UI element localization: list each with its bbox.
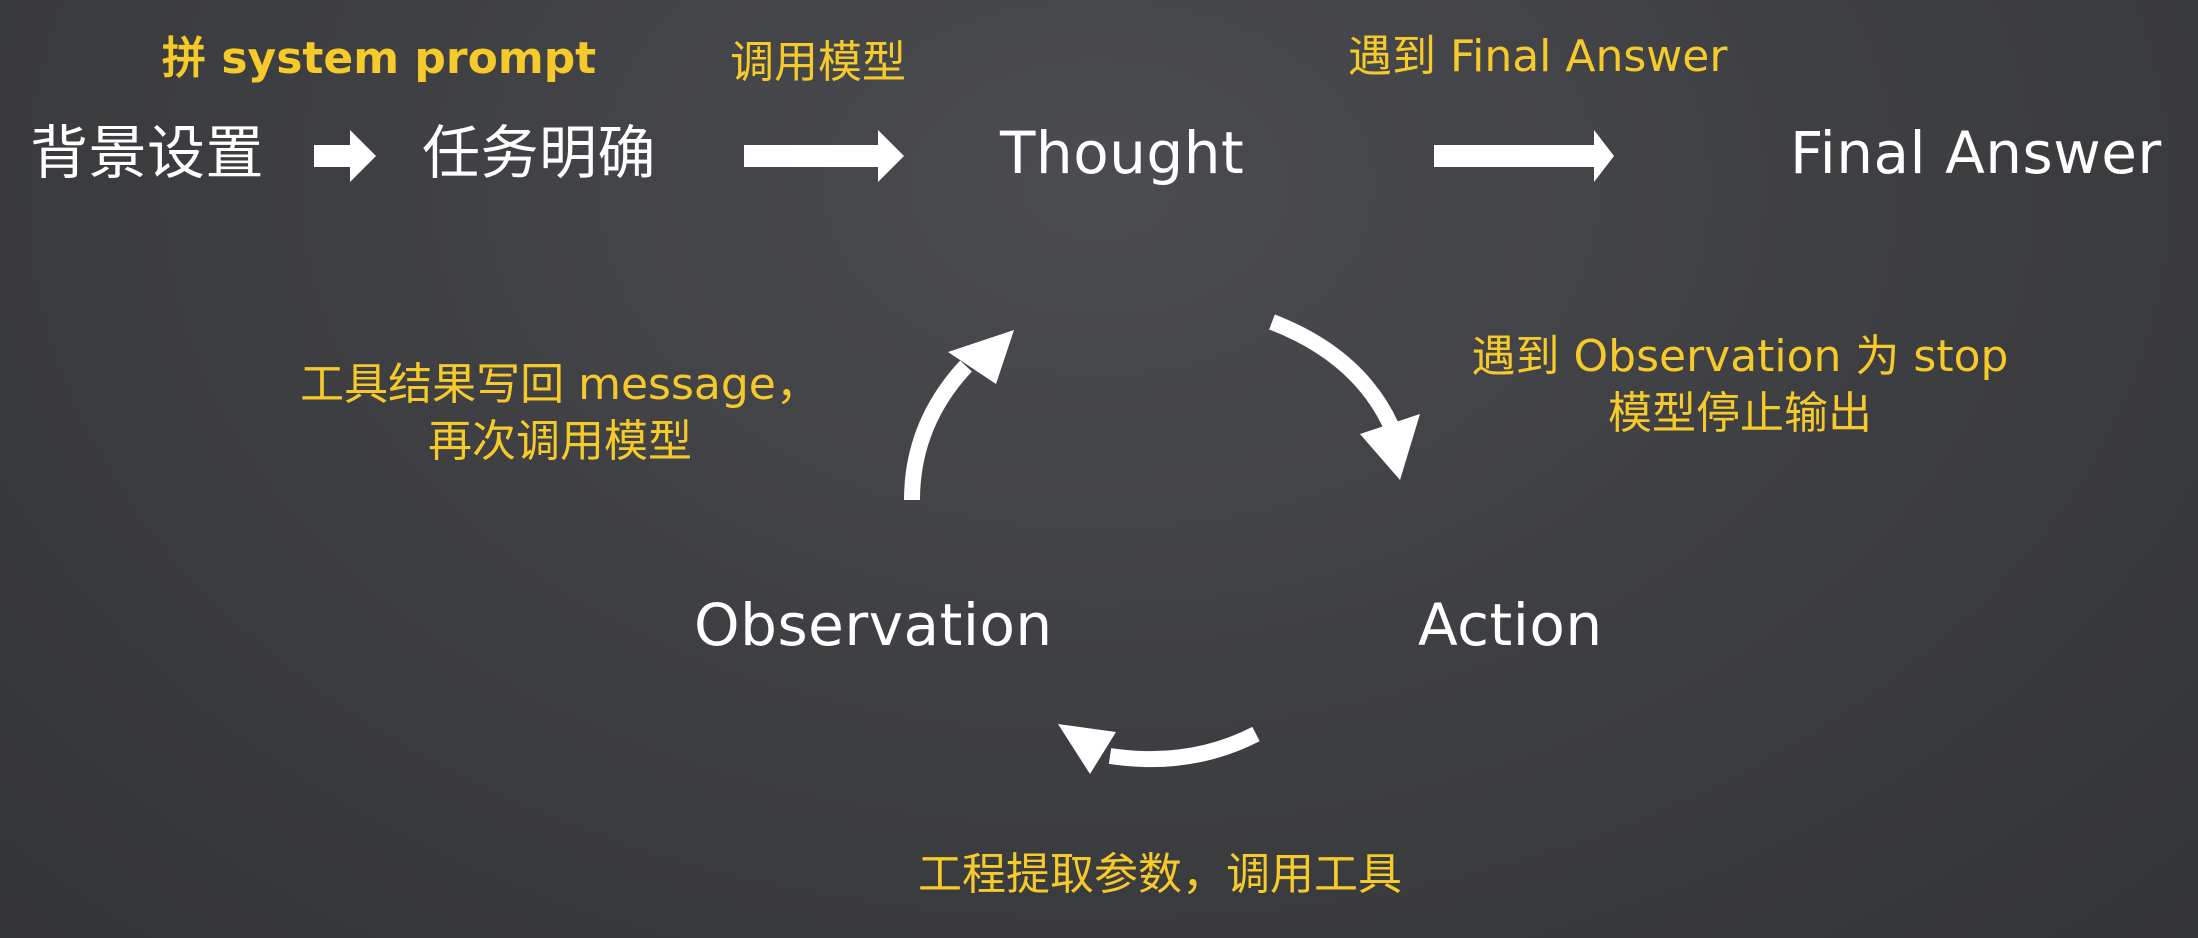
arrowhead-thought-icon	[948, 330, 1014, 384]
label-write-back-line-1: 工具结果写回 message，	[300, 359, 820, 410]
label-extract-params: 工程提取参数，调用工具	[918, 849, 1402, 900]
arrow-task-to-thought-icon	[744, 130, 904, 182]
label-stop-condition: 遇到 Observation 为 stop 模型停止输出	[1440, 328, 2040, 442]
label-call-model: 调用模型	[730, 37, 906, 88]
node-final-answer: Final Answer	[1790, 119, 2162, 187]
label-write-back: 工具结果写回 message， 再次调用模型	[270, 356, 850, 470]
node-thought: Thought	[1000, 119, 1245, 187]
arrow-background-to-task-icon	[314, 130, 376, 182]
node-observation: Observation	[694, 591, 1053, 659]
arrowhead-action-icon	[1360, 414, 1420, 480]
label-system-prompt: 拼 system prompt	[162, 33, 597, 84]
arrow-thought-to-final-answer-icon	[1434, 130, 1614, 182]
curve-action-to-observation-icon	[1108, 726, 1260, 768]
label-meet-final-answer: 遇到 Final Answer	[1348, 31, 1728, 82]
node-background-setting: 背景设置	[30, 119, 265, 187]
curve-observation-to-thought-icon	[904, 360, 972, 501]
arrowhead-observation-icon	[1058, 724, 1116, 774]
curve-thought-to-action-icon	[1269, 314, 1400, 432]
label-write-back-line-2: 再次调用模型	[428, 416, 692, 468]
node-action: Action	[1418, 591, 1603, 659]
node-task-definition: 任务明确	[422, 119, 657, 187]
label-stop-line-2: 模型停止输出	[1608, 388, 1872, 440]
label-stop-line-1: 遇到 Observation 为 stop	[1471, 331, 2009, 382]
